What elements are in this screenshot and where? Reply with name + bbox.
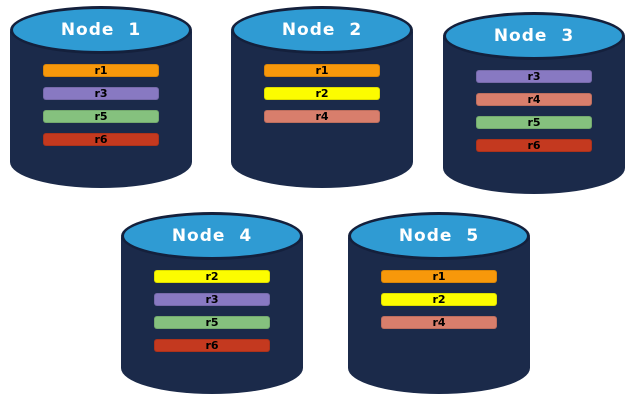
node-2-cylinder-top: Node 2: [231, 6, 413, 54]
node-4-cylinder-body: [121, 236, 303, 394]
replica-bar-r5: r5: [476, 116, 592, 129]
node-1-cylinder: Node 1 r1 r3 r5 r6: [10, 6, 192, 188]
replica-bar-r6: r6: [43, 133, 159, 146]
replica-bar-r1: r1: [43, 64, 159, 77]
replica-bar-r2: r2: [154, 270, 270, 283]
node-3-cylinder-top: Node 3: [443, 12, 625, 60]
node-1-cylinder-top: Node 1: [10, 6, 192, 54]
node-5-label: Node 5: [398, 226, 480, 246]
node-1-label: Node 1: [60, 20, 142, 40]
replica-list: r1 r2 r4: [381, 270, 497, 329]
replica-bar-r3: r3: [476, 70, 592, 83]
replica-bar-r6: r6: [154, 339, 270, 352]
replica-bar-r3: r3: [43, 87, 159, 100]
replica-list: r1 r2 r4: [264, 64, 380, 123]
node-3-cylinder: Node 3 r3 r4 r5 r6: [443, 12, 625, 194]
replica-bar-r2: r2: [264, 87, 380, 100]
replica-bar-r4: r4: [476, 93, 592, 106]
replica-bar-r5: r5: [43, 110, 159, 123]
replica-bar-r3: r3: [154, 293, 270, 306]
node-2-cylinder-body: [231, 30, 413, 188]
replica-bar-r4: r4: [381, 316, 497, 329]
replica-list: r2 r3 r5 r6: [154, 270, 270, 352]
node-4-label: Node 4: [171, 226, 253, 246]
node-2-label: Node 2: [281, 20, 363, 40]
node-4-cylinder-top: Node 4: [121, 212, 303, 260]
replica-bar-r1: r1: [381, 270, 497, 283]
replica-bar-r6: r6: [476, 139, 592, 152]
node-5-cylinder-top: Node 5: [348, 212, 530, 260]
replica-bar-r4: r4: [264, 110, 380, 123]
node-1-cylinder-body: [10, 30, 192, 188]
replica-bar-r5: r5: [154, 316, 270, 329]
node-2-cylinder: Node 2 r1 r2 r4: [231, 6, 413, 188]
replica-bar-r2: r2: [381, 293, 497, 306]
node-5-cylinder: Node 5 r1 r2 r4: [348, 212, 530, 394]
replica-bar-r1: r1: [264, 64, 380, 77]
node-5-cylinder-body: [348, 236, 530, 394]
node-3-cylinder-body: [443, 36, 625, 194]
node-3-label: Node 3: [493, 26, 575, 46]
node-4-cylinder: Node 4 r2 r3 r5 r6: [121, 212, 303, 394]
replica-list: r1 r3 r5 r6: [43, 64, 159, 146]
replica-list: r3 r4 r5 r6: [476, 70, 592, 152]
